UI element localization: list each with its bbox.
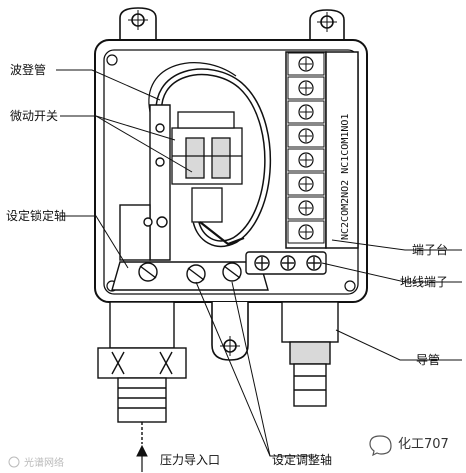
terminal-screw-slot	[300, 58, 312, 70]
label-pressure-inlet: 压力导入口	[160, 453, 220, 467]
ground-terminal	[245, 251, 327, 275]
label-terminal-block: 端子台	[412, 242, 448, 257]
label-set-adjust-shaft: 设定调整轴	[272, 452, 332, 467]
terminal-screw-slot	[300, 202, 312, 214]
watermark-brand-text: 化工707	[398, 437, 449, 452]
terminal-screws	[287, 52, 325, 244]
conduit-fitting	[281, 301, 339, 407]
label-ground-terminal: 地线端子	[400, 275, 448, 289]
top-mounting-tabs	[119, 7, 345, 42]
wechat-icon	[369, 435, 392, 457]
adjust-screws	[111, 261, 269, 291]
label-bourdon-tube: 波登管	[10, 62, 46, 77]
pressure-inlet-fitting	[97, 301, 187, 444]
label-micro-switch: 微动开关	[10, 109, 58, 123]
terminal-screw-slot	[300, 106, 312, 118]
bourdon-tube	[148, 62, 271, 248]
watermark-brand: 化工707	[369, 435, 449, 457]
label-set-lock-shaft: 设定锁定轴	[6, 208, 66, 223]
leader-lines	[56, 69, 462, 457]
lever-arm	[119, 104, 171, 261]
terminal-label-text: NC2COM2NO2 NC1COM1NO1	[340, 114, 351, 240]
watermark-left-text: 光谱网络	[24, 456, 64, 469]
pressure-inlet-arrow	[136, 444, 148, 472]
terminal-screw-slot	[300, 154, 312, 166]
terminal-screw-slot	[300, 130, 312, 142]
terminal-screw-slot	[300, 82, 312, 94]
micro-switches	[171, 111, 245, 246]
terminal-block	[285, 51, 359, 249]
terminal-screw-slot	[300, 226, 312, 238]
terminal-screw-slot	[300, 178, 312, 190]
label-conduit: 导管	[416, 352, 440, 367]
watermark-left: 光谱网络	[8, 456, 64, 469]
